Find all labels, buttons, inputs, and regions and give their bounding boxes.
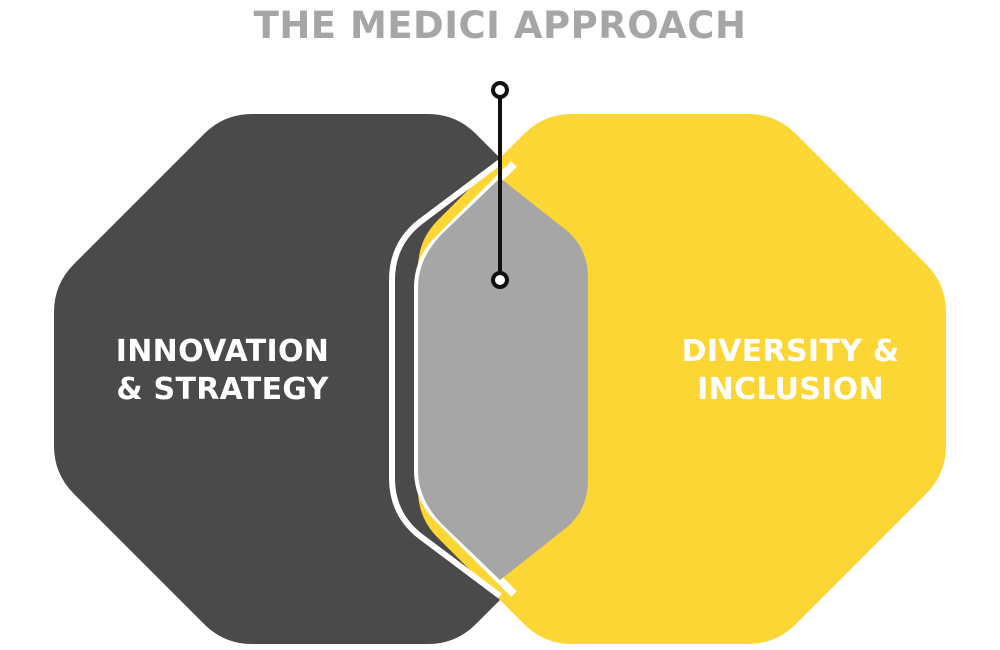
left-circle-label: INNOVATION & STRATEGY	[80, 333, 365, 409]
diagram-title: THE MEDICI APPROACH	[253, 4, 747, 47]
left-label-line1: INNOVATION	[115, 334, 330, 369]
right-circle-label: DIVERSITY & INCLUSION	[648, 333, 933, 409]
connector-top-node	[491, 81, 509, 99]
right-label-line1: DIVERSITY &	[681, 334, 900, 369]
right-label-line2: INCLUSION	[697, 372, 884, 407]
overlap-outer-outline	[389, 159, 502, 599]
overlap-lens	[418, 178, 588, 580]
connector-bottom-node	[491, 271, 509, 289]
left-label-line2: & STRATEGY	[116, 372, 329, 407]
